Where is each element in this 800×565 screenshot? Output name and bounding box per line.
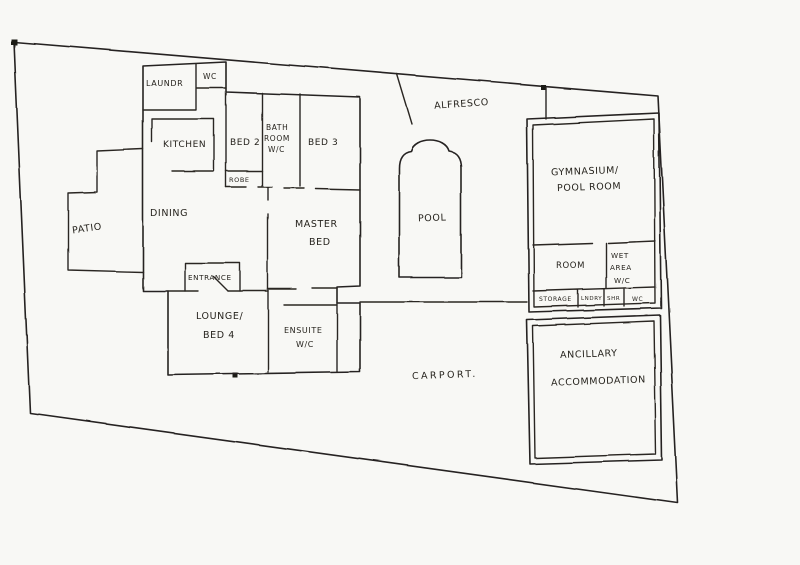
label-carport: CARPORT. xyxy=(412,369,478,382)
label-bed2: BED 2 xyxy=(230,138,260,148)
label-lndry: LNDRY xyxy=(581,296,602,302)
label-lounge-line2: BED 4 xyxy=(203,330,235,341)
label-room: ROOM xyxy=(556,261,585,271)
label-pool: POOL xyxy=(418,212,447,224)
label-master-line1: MASTER xyxy=(295,219,338,230)
label-gym-line2: POOL ROOM xyxy=(557,181,622,194)
label-ancillary-line1: ANCILLARY xyxy=(560,348,618,361)
label-patio: PATIO xyxy=(71,221,102,236)
label-alfresco: ALFRESCO xyxy=(434,97,489,112)
label-bath-line1: BATH xyxy=(266,123,288,132)
label-wet-line1: WET xyxy=(611,251,629,260)
label-wc-top: WC xyxy=(203,72,217,81)
label-ensuite-line1: ENSUITE xyxy=(284,326,322,335)
label-wet-line3: W/C xyxy=(614,276,630,285)
alfresco-lines xyxy=(396,73,547,125)
survey-markers xyxy=(11,39,546,378)
survey-marker-alfresco xyxy=(541,85,546,90)
label-bath-line3: W/C xyxy=(268,145,285,154)
label-entrance: ENTRANCE xyxy=(188,273,232,282)
labels: LAUNDR WC KITCHEN BED 2 BATH ROOM W/C BE… xyxy=(71,72,646,389)
ancillary-building xyxy=(526,314,663,465)
label-wc-small: WC xyxy=(632,296,643,303)
label-ensuite-line2: W/C xyxy=(296,340,314,349)
gym-building xyxy=(526,112,662,313)
survey-marker-house xyxy=(233,373,238,378)
label-bed3: BED 3 xyxy=(308,138,338,148)
property-boundary xyxy=(13,41,679,504)
label-dining: DINING xyxy=(150,208,188,219)
entrance-door-swing xyxy=(213,276,229,292)
label-lounge-line1: LOUNGE/ xyxy=(196,311,243,322)
pool-outline xyxy=(398,139,462,278)
label-bath-line2: ROOM xyxy=(264,134,290,143)
label-gym-line1: GYMNASIUM/ xyxy=(551,165,619,178)
label-kitchen: KITCHEN xyxy=(163,140,206,150)
label-wet-line2: AREA xyxy=(610,263,632,272)
label-master-line2: BED xyxy=(309,237,331,248)
patio-outline xyxy=(67,148,144,273)
label-ancillary-line2: ACCOMMODATION xyxy=(551,374,646,388)
label-laundry: LAUNDR xyxy=(146,79,183,88)
house-interior-walls xyxy=(142,63,361,373)
survey-marker-top-left xyxy=(11,39,17,45)
label-storage: STORAGE xyxy=(539,296,572,303)
label-robe: ROBE xyxy=(229,176,250,184)
label-shr: SHR xyxy=(607,296,620,302)
